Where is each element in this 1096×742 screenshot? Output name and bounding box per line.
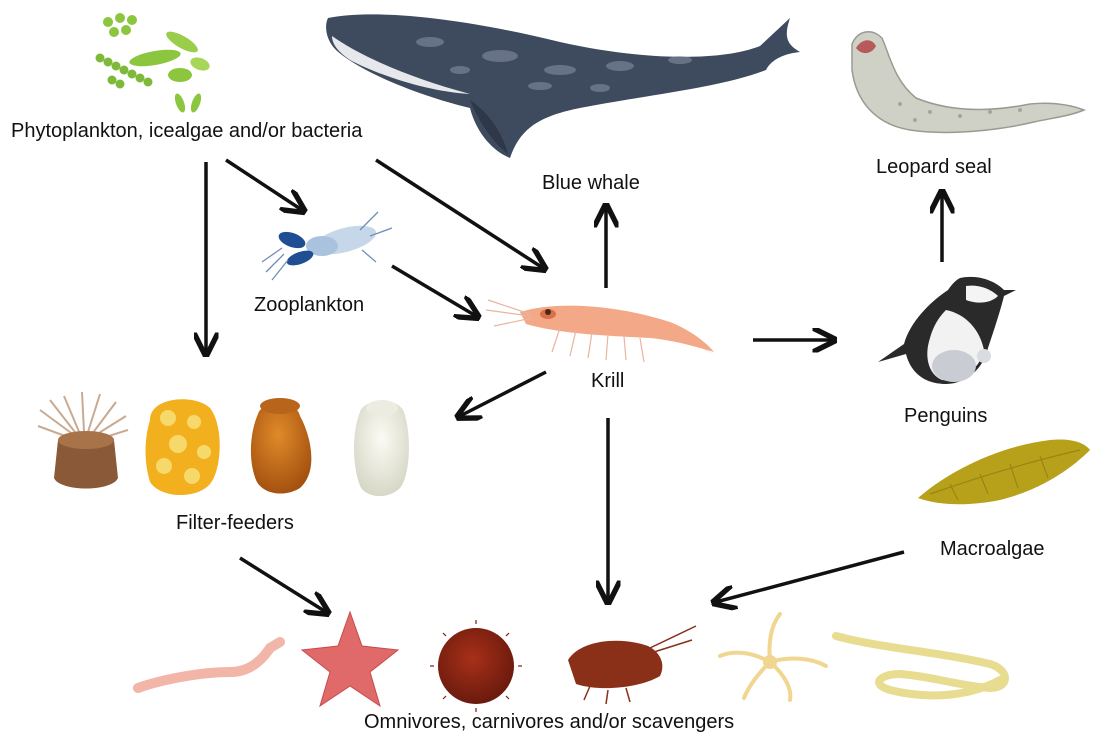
arrow-filter-to-scavengers	[240, 558, 326, 612]
chinstrap-penguin-illustration	[878, 277, 1016, 384]
label-krill: Krill	[591, 371, 624, 391]
brittle-star-illustration	[720, 614, 826, 700]
blue-whale-illustration	[326, 14, 800, 158]
nemertean-worm-illustration	[836, 636, 1005, 695]
sea-urchin-illustration	[430, 620, 522, 712]
arrow-phyto-to-krill	[376, 160, 543, 268]
amphipod-illustration	[568, 626, 696, 704]
phytoplankton-illustration	[96, 13, 212, 114]
scavengers-illustration	[138, 612, 1005, 712]
arrow-krill-to-filter	[460, 372, 546, 416]
label-leopard-seal: Leopard seal	[876, 157, 992, 177]
krill-illustration	[486, 300, 716, 362]
orange-sponge-illustration	[251, 398, 311, 494]
filter-feeders-illustration	[38, 392, 409, 496]
yellow-sponge-illustration	[146, 399, 220, 495]
arrow-phyto-to-zoo	[226, 160, 302, 210]
label-filter-feeders: Filter-feeders	[176, 513, 294, 533]
sea-star-illustration	[302, 612, 398, 706]
white-sponge-illustration	[354, 400, 409, 496]
arrow-zoo-to-krill	[392, 266, 476, 316]
label-phytoplankton: Phytoplankton, icealgae and/or bacteria	[11, 121, 362, 141]
label-macroalgae: Macroalgae	[940, 539, 1045, 559]
label-penguins: Penguins	[904, 406, 987, 426]
copepod-illustration	[262, 212, 392, 280]
label-zooplankton: Zooplankton	[254, 295, 364, 315]
kelp-illustration	[918, 439, 1090, 504]
sea-anemone-illustration	[38, 392, 128, 489]
arrows	[206, 160, 942, 612]
worm-illustration	[138, 642, 280, 688]
label-blue-whale: Blue whale	[542, 173, 640, 193]
arrow-macro-to-scavengers	[716, 552, 904, 602]
leopard-seal-illustration	[852, 32, 1084, 133]
label-omnivores: Omnivores, carnivores and/or scavengers	[364, 712, 734, 732]
